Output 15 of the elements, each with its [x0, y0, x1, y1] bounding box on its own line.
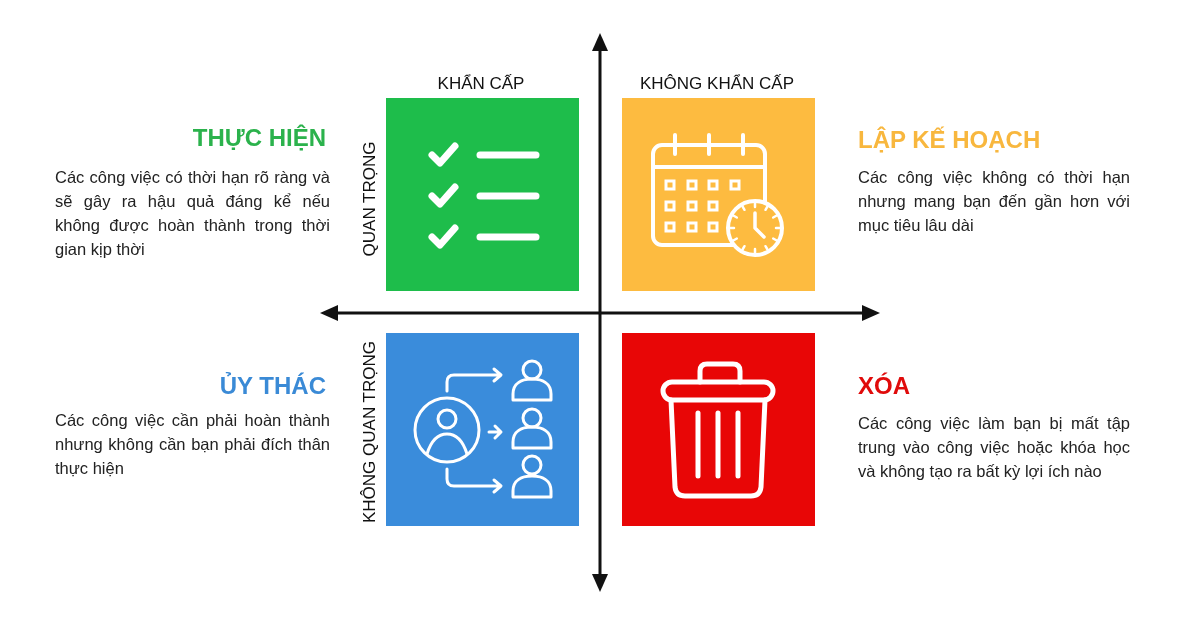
axis-label: QUAN TRỌNG	[360, 141, 380, 257]
quadrant-description: Các công việc làm bạn bị mất tập trung vào công việc hoặc khóa học và không tạo ra bất kỳ lợi ích nào	[858, 413, 1130, 482]
quadrant-heading: ỦY THÁC	[219, 372, 326, 400]
quadrant-panel	[622, 333, 815, 526]
axis-label: KHÔNG KHẨN CẤP	[640, 74, 794, 94]
quadrant-heading: XÓA	[858, 372, 910, 400]
quadrant-panel	[622, 98, 815, 291]
quadrant-panel	[386, 98, 579, 291]
quadrant-description: Các công việc không có thời hạn nhưng mang bạn đến gần hơn với mục tiêu lâu dài	[858, 167, 1130, 236]
quadrant-description: Các công việc cần phải hoàn thành nhưng không cần bạn phải đích thân thực hiện	[55, 410, 330, 479]
quadrant-panel	[386, 333, 579, 526]
quadrant-description: Các công việc có thời hạn rõ ràng và sẽ gây ra hậu quả đáng kể nếu không được hoàn thành trong thời gian kịp thời	[55, 167, 330, 260]
quadrant-heading: THỰC HIỆN	[192, 124, 326, 152]
axis-label: KHẨN CẤP	[437, 74, 525, 94]
quadrant-heading: LẬP KẾ HOẠCH	[858, 126, 1041, 154]
